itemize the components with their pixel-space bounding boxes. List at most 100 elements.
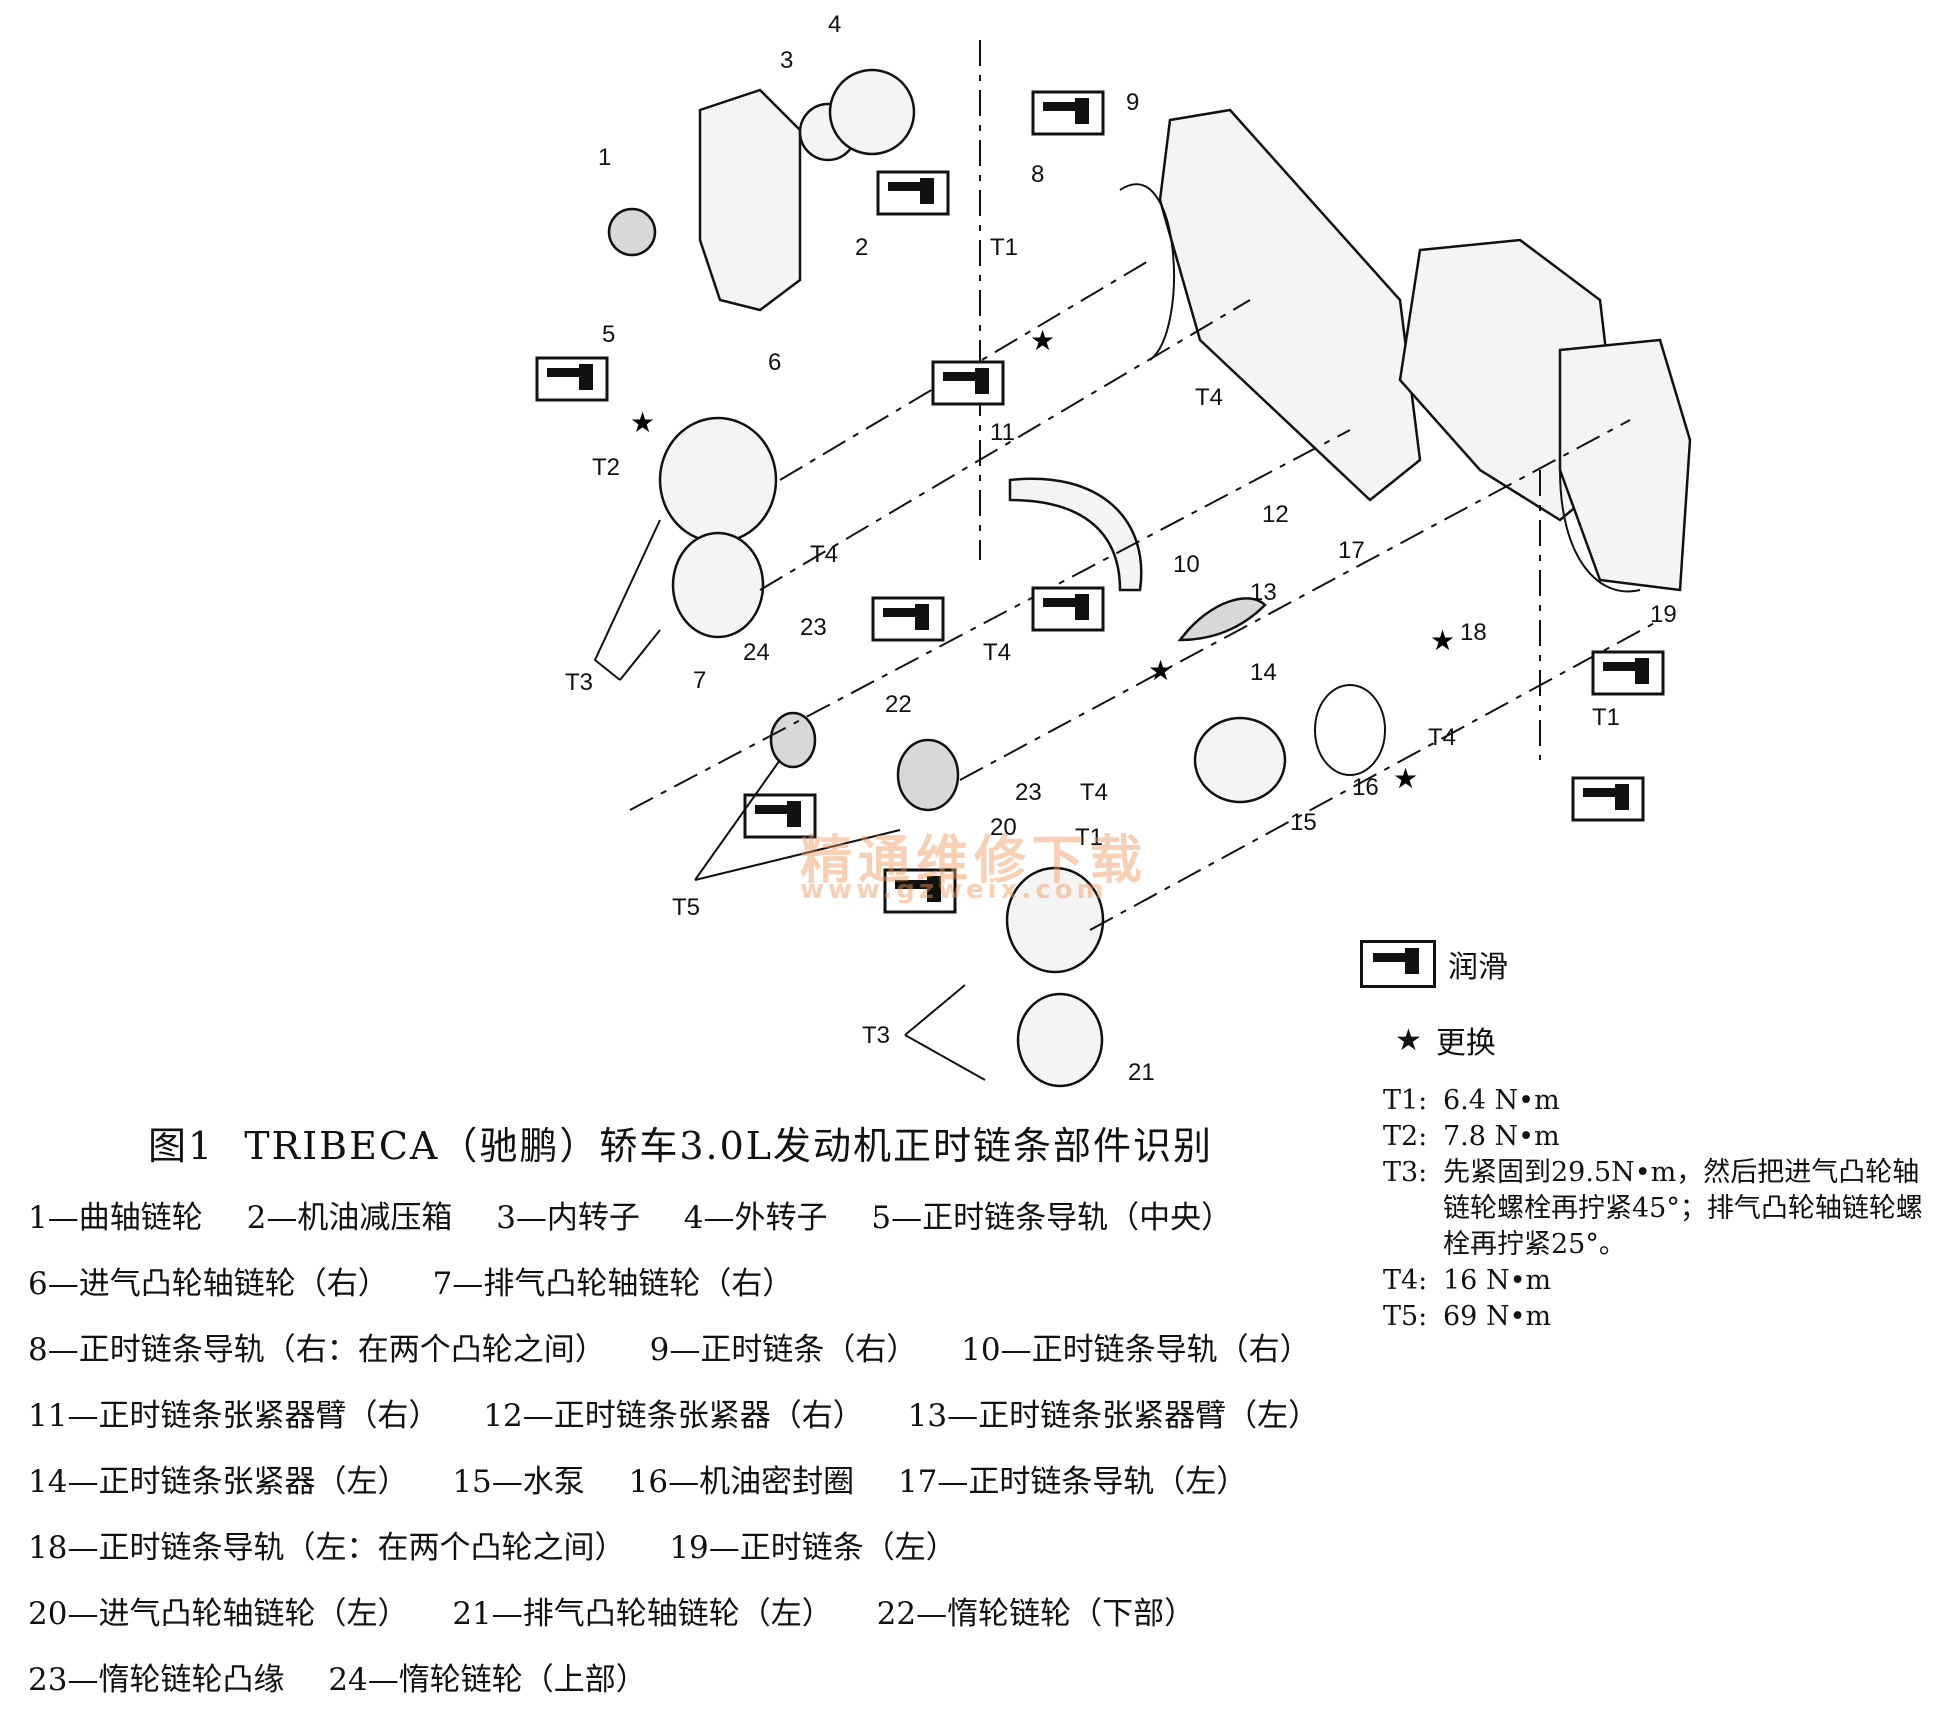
tensioner-arm-left (1177, 597, 1267, 642)
list-item: 16—机油密封圈 (628, 1464, 855, 1500)
list-item: 23—惰轮链轮凸缘 (28, 1662, 285, 1698)
crank-sprocket-gear (607, 207, 657, 257)
callout-t1-top: T1 (990, 234, 1018, 261)
list-item: 3—内转子 (496, 1200, 640, 1236)
list-item: 24—惰轮链轮（上部） (328, 1662, 647, 1698)
list-item: 22—惰轮链轮（下部） (876, 1596, 1196, 1632)
list-item: 21—排气凸轮轴链轮（左） (452, 1596, 833, 1632)
callout-t3-top: T3 (565, 669, 593, 696)
oil-seal-ring (1314, 684, 1386, 776)
torque-key: T3: (1383, 1157, 1428, 1188)
star-icon: ★ (1030, 324, 1055, 357)
callout-t4-a: T4 (1195, 384, 1223, 411)
exhaust-cam-sprocket-left (1016, 992, 1104, 1088)
callout-t4-c: T4 (983, 639, 1011, 666)
list-item: 7—排气凸轮轴链轮（右） (432, 1266, 794, 1302)
torque-value: 6.4 N•m (1443, 1085, 1560, 1116)
list-item: 4—外转子 (683, 1200, 828, 1236)
label-20: 20 (990, 814, 1017, 841)
list-item: 5—正时链条导轨（中央） (871, 1200, 1233, 1236)
legend-lubricate: 润滑 (1360, 940, 1508, 988)
timing-chain-right (1119, 183, 1175, 361)
torque-row-t3: T3: 先紧固到29.5N•m，然后把进气凸轮轴链轮螺栓再拧紧45°；排气凸轮轴链… (1383, 1155, 1923, 1263)
torque-key: T4: (1383, 1265, 1428, 1296)
torque-spec-list: T1:6.4 N•m T2:7.8 N•m T3:先紧固到29.5N•m，然后把… (1383, 1083, 1923, 1335)
oil-can-icon (876, 170, 950, 216)
left-cover-plate (1558, 338, 1692, 592)
label-3: 3 (780, 47, 793, 74)
star-icon: ★ (1393, 762, 1418, 795)
water-pump-body (1193, 716, 1287, 804)
callout-t3-bottom: T3 (862, 1022, 890, 1049)
list-item: 12—正时链条张紧器（右） (483, 1398, 864, 1434)
idler-sprocket-lower (896, 738, 960, 812)
figure-number: 图1 (148, 1124, 215, 1168)
figure-title: TRIBECA（驰鹏）轿车3.0L发动机正时链条部件识别 (244, 1124, 1214, 1168)
oil-can-icon (1031, 90, 1105, 136)
label-5: 5 (602, 321, 615, 348)
list-item: 15—水泵 (452, 1464, 585, 1500)
label-4: 4 (828, 11, 841, 38)
label-24: 24 (743, 639, 770, 666)
label-1: 1 (598, 144, 611, 171)
callout-t2: T2 (592, 454, 620, 481)
oil-can-icon (931, 360, 1005, 406)
front-cover-left (698, 88, 802, 312)
tensioner-arm-right (1008, 477, 1143, 592)
torque-row-t5: T5: 69 N•m (1383, 1299, 1923, 1335)
label-10: 10 (1173, 551, 1200, 578)
intake-cam-sprocket-left (1005, 866, 1105, 974)
figure-caption: 图1 TRIBECA（驰鹏）轿车3.0L发动机正时链条部件识别 (148, 1115, 1243, 1170)
watermark-text: 精通维修下载 (800, 831, 1149, 891)
oil-can-icon (1591, 650, 1665, 696)
oil-can-icon (535, 356, 609, 402)
label-15: 15 (1290, 809, 1317, 836)
label-21: 21 (1128, 1059, 1155, 1086)
torque-value: 16 N•m (1443, 1265, 1552, 1296)
torque-key: T5: (1383, 1301, 1428, 1332)
list-item: 18—正时链条导轨（左：在两个凸轮之间） (28, 1530, 626, 1566)
star-icon: ★ (1430, 624, 1455, 657)
label-17: 17 (1338, 537, 1365, 564)
label-13: 13 (1250, 579, 1277, 606)
list-item: 10—正时链条导轨（右） (961, 1332, 1311, 1368)
star-icon: ★ (1395, 1022, 1422, 1058)
legend-replace: ★ 更换 (1395, 1018, 1496, 1062)
timing-chain-left (1559, 469, 1641, 593)
callout-t5: T5 (672, 894, 700, 921)
oil-can-icon (1571, 776, 1645, 822)
list-item: 11—正时链条张紧器臂（右） (28, 1398, 440, 1434)
timing-cover-right (1158, 108, 1422, 502)
list-item: 14—正时链条张紧器（左） (28, 1464, 409, 1500)
oil-can-icon (743, 793, 817, 839)
outer-rotor-ring (828, 68, 916, 156)
watermark-url: www.gzweix.com (800, 875, 1108, 905)
label-23b: 23 (1015, 779, 1042, 806)
star-icon: ★ (1148, 654, 1173, 687)
torque-row-t4: T4: 16 N•m (1383, 1263, 1923, 1299)
list-item: 8—正时链条导轨（右：在两个凸轮之间） (28, 1332, 606, 1368)
label-22: 22 (885, 691, 912, 718)
torque-value: 先紧固到29.5N•m，然后把进气凸轮轴链轮螺栓再拧紧45°；排气凸轮轴链轮螺栓… (1443, 1157, 1923, 1260)
torque-value: 7.8 N•m (1443, 1121, 1560, 1152)
label-11: 11 (990, 419, 1015, 446)
label-16: 16 (1352, 774, 1379, 801)
intake-cam-sprocket-right (658, 416, 778, 544)
exhaust-cam-sprocket-right (671, 531, 765, 639)
label-7: 7 (693, 667, 706, 694)
legend-lubricate-label: 润滑 (1448, 950, 1508, 985)
list-item: 1—曲轴链轮 (28, 1200, 203, 1236)
oil-can-icon (1360, 940, 1436, 988)
idler-sprocket-upper (769, 711, 817, 769)
callout-t4-b: T4 (810, 541, 838, 568)
torque-row-t2: T2:7.8 N•m (1383, 1119, 1923, 1155)
list-item: 17—正时链条导轨（左） (897, 1464, 1248, 1500)
label-14: 14 (1250, 659, 1277, 686)
star-icon: ★ (630, 406, 655, 439)
torque-value: 69 N•m (1443, 1301, 1552, 1332)
list-item: 9—正时链条（右） (649, 1332, 918, 1368)
label-19: 19 (1650, 601, 1677, 628)
oil-can-icon (1031, 586, 1105, 632)
legend-replace-label: 更换 (1435, 1026, 1496, 1061)
oil-can-icon (883, 868, 957, 914)
